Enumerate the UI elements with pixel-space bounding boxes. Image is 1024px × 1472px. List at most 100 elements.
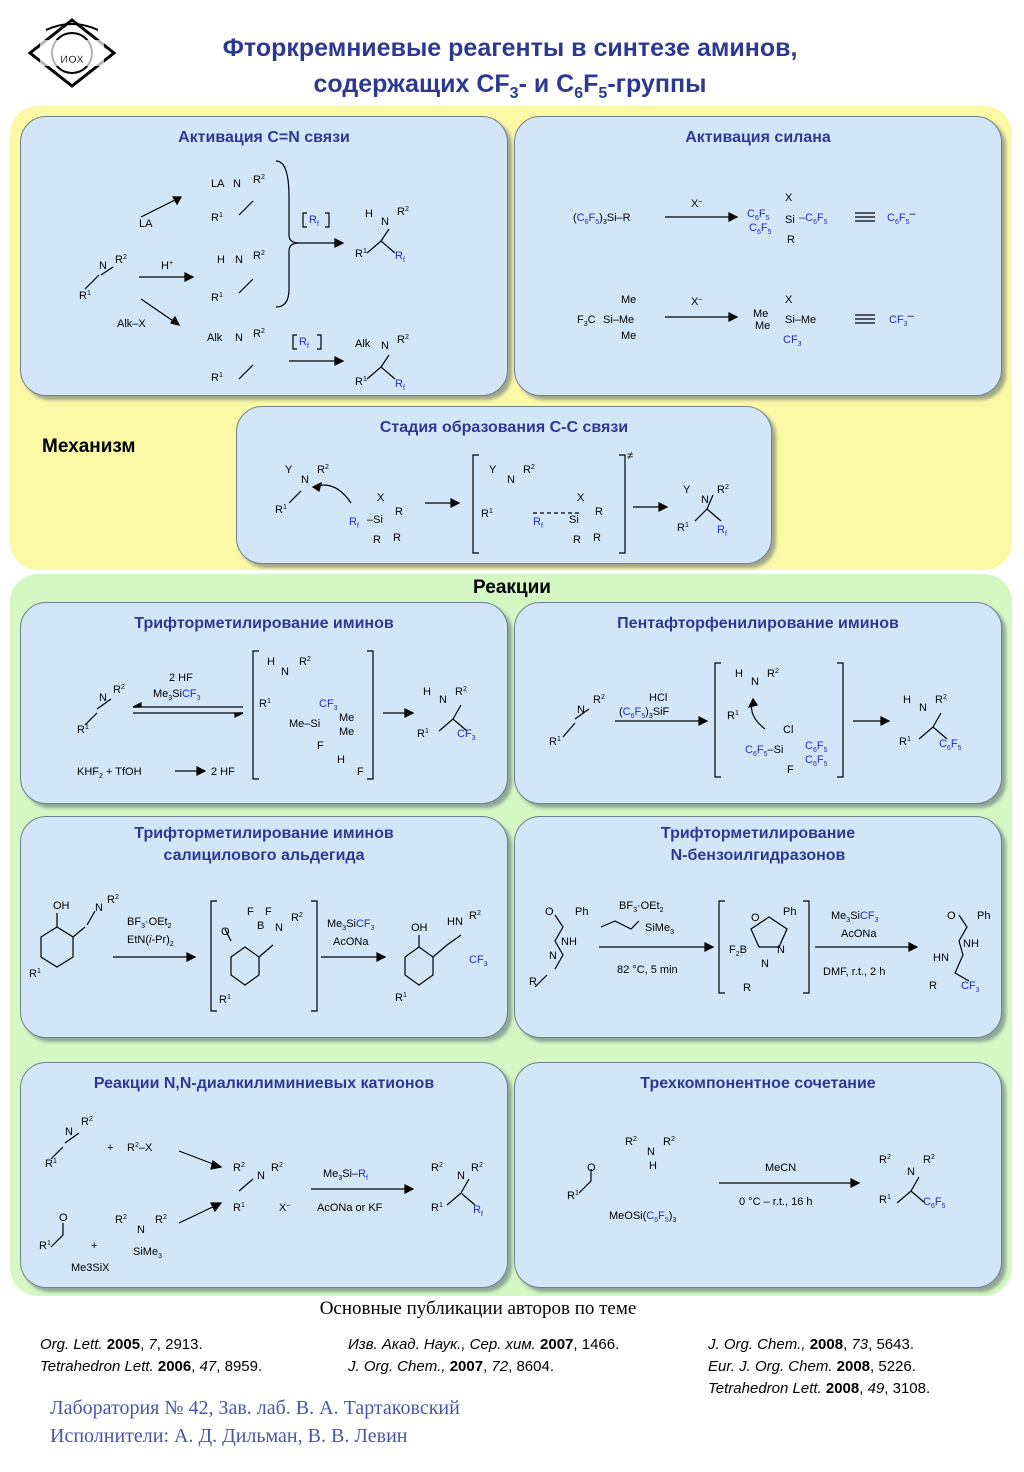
svg-text:OH: OH: [411, 922, 428, 934]
publications-col-1: Org. Lett. 2005, 7, 2913. Tetrahedron Le…: [40, 1334, 262, 1378]
svg-text:Y: Y: [285, 464, 293, 476]
svg-text:R: R: [595, 506, 603, 518]
publication-item: J. Org. Chem., 2007, 72, 8604.: [348, 1358, 554, 1375]
mecn-label: MeCN: [765, 1162, 796, 1174]
svg-text:C6F5: C6F5: [923, 1196, 946, 1210]
svg-text:Me: Me: [753, 308, 768, 320]
svg-text:X: X: [785, 192, 793, 204]
svg-text:C6F5–Si: C6F5–Si: [745, 744, 783, 758]
publication-item: Eur. J. Org. Chem. 2008, 5226.: [708, 1358, 916, 1375]
svg-text:Rf: Rf: [349, 516, 359, 530]
svg-text:N: N: [257, 1170, 265, 1182]
svg-text:C6F5–: C6F5–: [887, 208, 917, 226]
svg-text:N: N: [577, 704, 585, 716]
svg-text:R1: R1: [431, 1202, 443, 1214]
svg-text:Rf: Rf: [395, 250, 405, 264]
svg-text:(C6F5)3SiF: (C6F5)3SiF: [619, 706, 670, 720]
svg-text:R2: R2: [471, 1162, 483, 1174]
svg-text:X: X: [377, 492, 385, 504]
svg-text:R2: R2: [81, 1116, 93, 1128]
svg-text:R2: R2: [155, 1214, 167, 1226]
svg-text:R1: R1: [79, 290, 91, 302]
svg-text:+: +: [107, 1142, 113, 1154]
svg-text:R2: R2: [625, 1136, 637, 1148]
svg-text:R: R: [743, 982, 751, 994]
svg-text:Me: Me: [339, 712, 354, 724]
svg-text:F2B: F2B: [729, 944, 747, 958]
svg-text:R2: R2: [397, 206, 409, 218]
svg-text:R1: R1: [211, 292, 223, 304]
svg-text:R2: R2: [469, 910, 481, 922]
svg-text:Alk: Alk: [355, 338, 371, 350]
svg-text:N: N: [439, 694, 447, 706]
panel-title: Пентафторфенилирование иминов: [617, 615, 899, 632]
svg-text:R: R: [929, 980, 937, 992]
svg-text:Alk–X: Alk–X: [117, 318, 146, 330]
panel-benzoylhydrazones: Трифторметилирование N-бензоилгидразонов…: [514, 816, 1002, 1038]
svg-text:N: N: [99, 692, 107, 704]
publication-item: Tetrahedron Lett. 2008, 49, 3108.: [708, 1380, 931, 1397]
svg-text:R2: R2: [923, 1154, 935, 1166]
svg-text:R1: R1: [39, 1240, 51, 1252]
svg-text:H: H: [337, 754, 345, 766]
svg-text:CF3: CF3: [469, 954, 488, 968]
svg-text:EtN(i-Pr)2: EtN(i-Pr)2: [127, 934, 174, 948]
svg-text:CF3: CF3: [319, 698, 338, 712]
svg-text:Si–Me: Si–Me: [603, 314, 634, 326]
svg-text:N: N: [137, 1224, 145, 1236]
svg-text:N: N: [907, 1166, 915, 1178]
svg-text:82 °C, 5 min: 82 °C, 5 min: [617, 964, 678, 976]
svg-text:R1: R1: [211, 372, 223, 384]
panel-title: Реакции N,N-диалкилиминиевых катионов: [93, 1075, 435, 1092]
svg-text:Me: Me: [755, 320, 770, 332]
svg-text:R2: R2: [233, 1162, 245, 1174]
svg-text:R2: R2: [717, 484, 729, 496]
svg-text:R2: R2: [115, 254, 127, 266]
svg-text:N: N: [381, 216, 389, 228]
svg-text:F: F: [787, 764, 794, 776]
svg-text:F: F: [317, 740, 324, 752]
svg-text:N: N: [275, 922, 283, 934]
footer: Лаборатория № 42, Зав. лаб. В. А. Тартак…: [50, 1394, 460, 1450]
svg-text:R: R: [573, 534, 581, 546]
svg-text:H: H: [903, 694, 911, 706]
panel-title: Трифторметилирование иминов салицилового…: [134, 825, 394, 864]
panel-title: Активация C=N связи: [178, 129, 350, 146]
svg-text:B: B: [257, 920, 264, 932]
svg-text:X–: X–: [691, 296, 702, 308]
svg-text:AcONa: AcONa: [841, 928, 877, 940]
svg-text:F: F: [265, 906, 272, 918]
svg-text:N: N: [301, 474, 309, 486]
svg-text:R1: R1: [233, 1202, 245, 1214]
publication-item: Org. Lett. 2005, 7, 2913.: [40, 1336, 203, 1353]
panel-title: Трифторметилирование иминов: [134, 615, 394, 632]
svg-text:N: N: [777, 944, 785, 956]
svg-text:Me–Si: Me–Si: [289, 718, 320, 730]
svg-text:Cl: Cl: [783, 724, 793, 736]
svg-text:HN: HN: [447, 916, 463, 928]
svg-text:CF3: CF3: [961, 980, 980, 994]
svg-text:Ph: Ph: [977, 910, 990, 922]
svg-text:OH: OH: [53, 900, 70, 912]
svg-text:R2: R2: [253, 250, 265, 262]
svg-text:R1: R1: [395, 992, 407, 1004]
svg-text:F: F: [357, 766, 364, 778]
title-line-1: Фторкремниевые реагенты в синтезе аминов…: [222, 34, 798, 62]
svg-text:Me: Me: [339, 726, 354, 738]
svg-text:R2: R2: [253, 328, 265, 340]
svg-text:Rf: Rf: [473, 1204, 483, 1218]
svg-text:C6F5: C6F5: [749, 222, 772, 236]
page-title: Фторкремниевые реагенты в синтезе аминов…: [130, 30, 890, 112]
svg-text:R1: R1: [275, 504, 287, 516]
panel-title: Стадия образования C-C связи: [379, 419, 629, 436]
svg-text:R2: R2: [935, 694, 947, 706]
svg-text:Me: Me: [621, 330, 636, 342]
svg-text:N: N: [95, 902, 103, 914]
svg-text:R1: R1: [417, 728, 429, 740]
svg-text:HN: HN: [933, 952, 949, 964]
svg-text:R1: R1: [677, 522, 689, 534]
